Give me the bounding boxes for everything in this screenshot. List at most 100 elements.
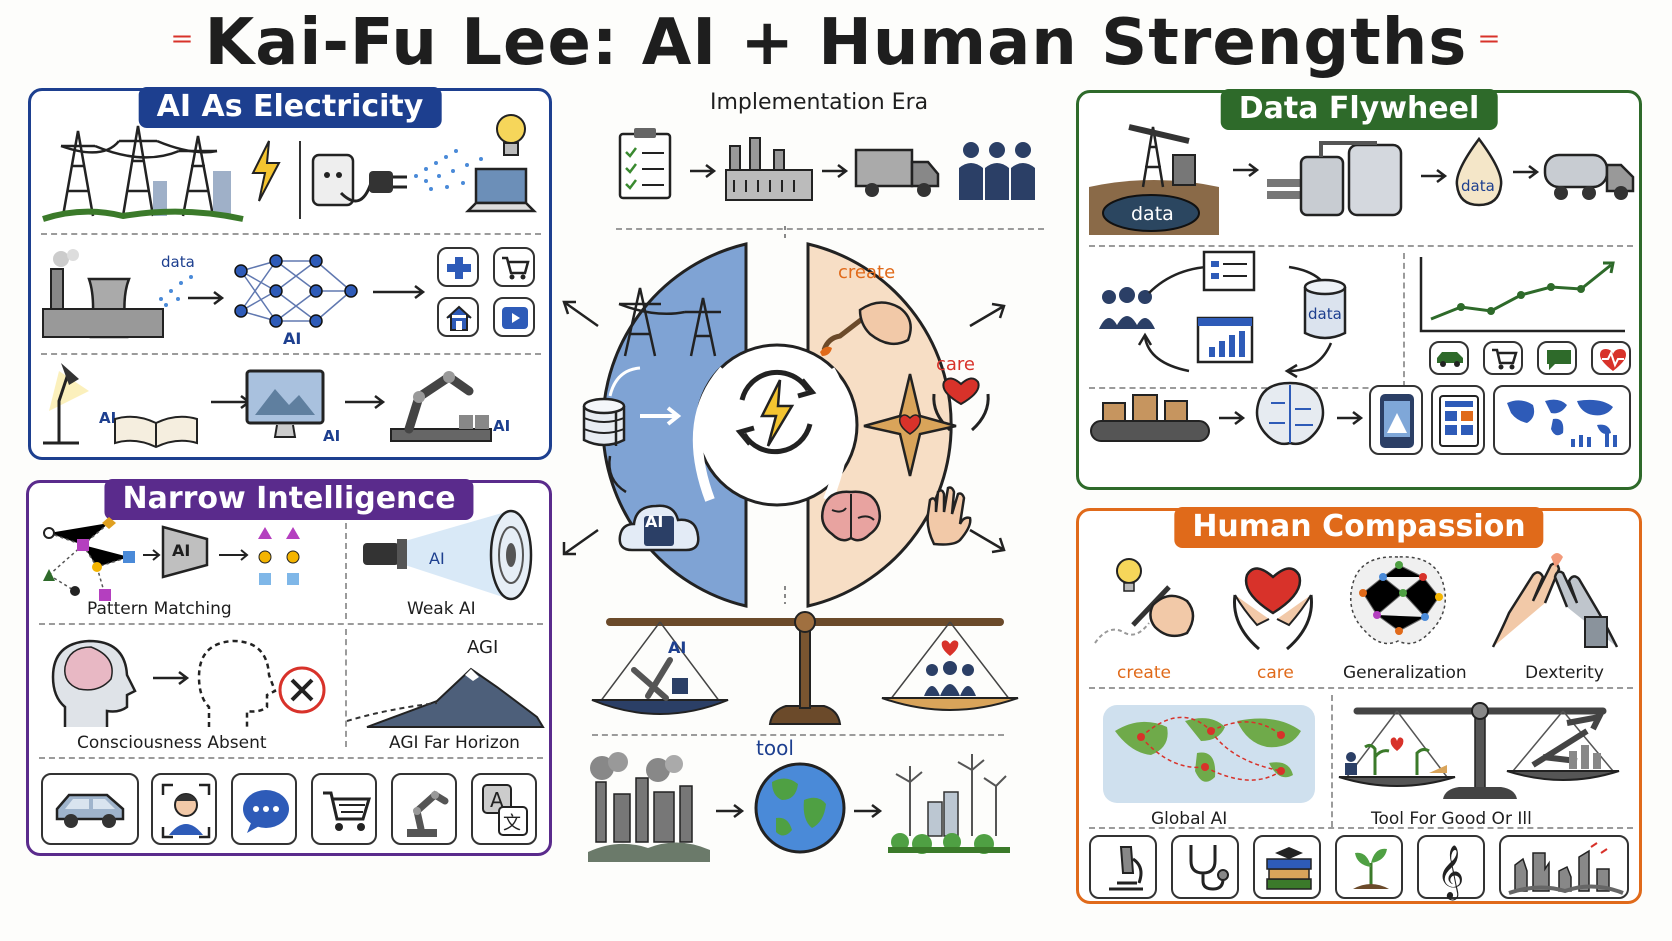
people-icon [959,142,1035,200]
neural-network-icon [234,254,358,328]
arrow-to-flywheel [969,302,1006,328]
database-icon [582,397,626,447]
heart-rate-icon [1591,341,1631,375]
divider [592,734,1004,736]
accent-mark-right: ⁼ [1477,20,1502,72]
panel-human-compassion: Human Compassion create care Generalizat… [1076,507,1642,904]
neural-brain-icon [1350,556,1446,645]
balance-scale-icon [591,611,1019,725]
books-icon [1253,835,1321,899]
brain-icon [821,490,881,542]
pattern-graph-icon [43,517,135,601]
arrow-to-electricity [562,300,599,328]
compassion-create-label: create [1117,663,1171,683]
flow-arrows-icon [608,366,682,494]
weak-ai-beam-label: AI [429,549,445,568]
book-icon [114,415,198,449]
cart-icon [311,773,377,845]
world-map-chart-icon [1493,385,1631,455]
arrow-icon [1219,411,1246,425]
data-dots-icon [159,275,193,307]
power-plant-icon [42,249,164,339]
svg-text:文: 文 [503,813,521,834]
arrow-icon [188,291,225,305]
divider [39,757,543,759]
laptop-icon [464,167,538,213]
compassion-care-label: care [1257,663,1294,683]
divider [345,629,347,747]
panel-ai-as-electricity: AI As Electricity [28,87,552,460]
oil-well-icon [1089,124,1219,235]
panel-title-flywheel: Data Flywheel [1220,89,1498,130]
row3-ai-label: AI [99,409,117,427]
divider [345,523,347,619]
divider [1089,387,1409,389]
monitor-icon [245,369,325,438]
db-data-label: data [1308,305,1342,323]
stethoscope-icon [1171,835,1239,899]
panel-title-compassion: Human Compassion [1174,507,1544,548]
data-label: data [161,253,195,271]
arrow-to-narrow [562,528,599,556]
arrow-icon [1421,169,1448,183]
page-title: ⁼Kai-Fu Lee: AI + Human Strengths⁼ [0,6,1672,80]
dashboard-app-icon [1431,385,1485,455]
cart-icon [493,247,535,287]
medical-cross-icon [437,247,479,287]
arrow-icon [1233,163,1260,177]
lightbulb-icon [496,114,526,156]
svg-text:A: A [490,788,504,812]
open-hand-icon [926,486,972,546]
face-id-icon [151,773,217,845]
brain-circuit-icon [1255,381,1325,446]
ai-label: AI [283,329,302,348]
power-tower-icon [618,287,721,357]
music-icon: 𝄞 [1417,835,1485,900]
factory-icon [725,137,813,201]
robot-arm-icon [391,773,457,845]
arrow-icon [345,395,386,409]
drop-data-label: data [1461,177,1495,195]
conveyor-boxes-icon [1090,394,1210,442]
panel-title-electricity: AI As Electricity [138,87,442,128]
divider [1089,687,1633,689]
cycle-lightning-icon [735,369,817,455]
ai-chip-cloud-icon [618,504,700,552]
truck-icon [854,148,940,197]
growth-chart-icon [1419,257,1625,333]
divider [1089,245,1633,247]
plug-socket-icon [311,153,407,207]
caption-consciousness-absent: Consciousness Absent [77,733,267,753]
chart-screen-icon [1196,316,1254,364]
accent-mark-left: ⁼ [170,20,195,72]
arrow-icon [854,804,883,818]
implementation-era-title: Implementation Era [710,90,929,115]
caring-hands-heart-icon [1233,567,1313,651]
tool-label: tool [756,736,794,760]
care-label: care [936,354,976,375]
video-icon [493,297,535,337]
robot-arm-icon [390,371,492,442]
compass-heart-icon [863,373,957,477]
divider [41,353,541,355]
arrow-icon [219,549,249,561]
ruins-icon [1499,835,1629,899]
robot-human-hands-icon [1491,553,1619,648]
caption-agi-far-horizon: AGI Far Horizon [389,733,520,753]
panel-title-narrow: Narrow Intelligence [104,479,474,520]
empty-head-icon [197,639,277,727]
globe-icon [754,762,846,854]
pattern-ai-label: AI [172,541,191,560]
desk-lamp-icon [43,363,89,445]
cart-icon [1483,341,1523,375]
agi-label: AGI [467,637,499,658]
caption-dexterity: Dexterity [1525,663,1604,683]
create-label: create [838,262,896,283]
arrow-icon [716,804,745,818]
caption-tool-for-good-or-ill: Tool For Good Or Ill [1371,809,1532,829]
caption-pattern-matching: Pattern Matching [87,599,232,619]
divider [616,228,1044,230]
divider [39,623,543,625]
global-network-map-icon [1103,705,1315,803]
